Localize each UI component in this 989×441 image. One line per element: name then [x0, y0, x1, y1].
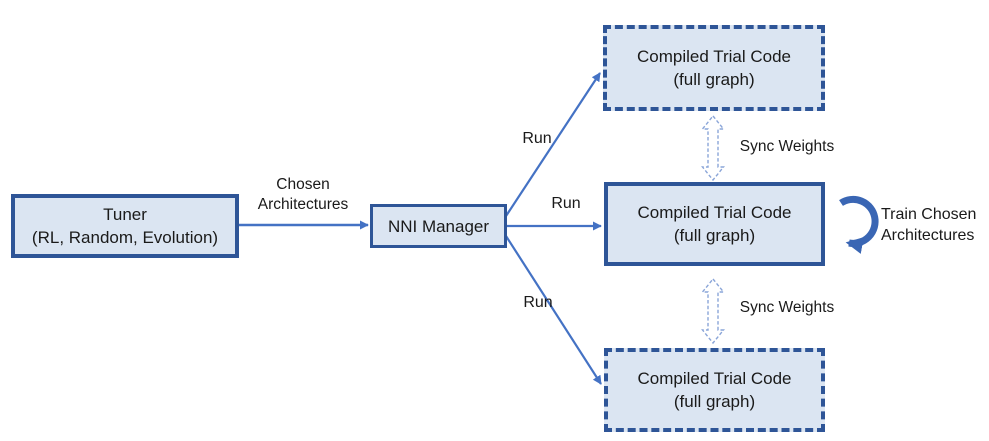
tuner-title: Tuner [103, 205, 147, 224]
nni-manager-node: NNI Manager [370, 204, 507, 248]
trial-top-title: Compiled Trial Code [636, 47, 791, 66]
arrow-run-bottom [505, 235, 602, 385]
trial-bottom-subtitle: (full graph) [673, 392, 756, 411]
trial-bottom-title: Compiled Trial Code [637, 369, 792, 388]
train-loop-arrow [839, 195, 879, 254]
arrow-run-top [505, 72, 601, 217]
chosen-architectures-label: Chosen Architectures [258, 175, 348, 215]
chosen-architectures-line1: Chosen [276, 176, 330, 193]
trial-middle-title: Compiled Trial Code [637, 203, 792, 222]
sync-weights-arrow-bottom [701, 277, 725, 345]
tuner-node: Tuner (RL, Random, Evolution) [11, 194, 239, 258]
nni-manager-label: NNI Manager [387, 216, 490, 236]
trial-node-bottom: Compiled Trial Code (full graph) [604, 348, 825, 432]
trial-node-top: Compiled Trial Code (full graph) [603, 25, 825, 111]
chosen-architectures-line2: Architectures [257, 196, 349, 213]
sync-weights-arrow-top [701, 114, 725, 182]
sync-weights-label-top: Sync Weights [739, 138, 835, 155]
train-chosen-line2: Architectures [881, 227, 975, 244]
train-chosen-line1: Train Chosen [881, 206, 977, 223]
run-label-bottom: Run [523, 294, 553, 311]
run-label-top: Run [522, 130, 552, 147]
trial-middle-subtitle: (full graph) [673, 226, 756, 245]
train-chosen-label: Train Chosen Architectures [881, 204, 976, 246]
tuner-subtitle: (RL, Random, Evolution) [31, 228, 219, 247]
trial-node-middle: Compiled Trial Code (full graph) [604, 182, 825, 266]
run-label-middle: Run [551, 195, 581, 212]
sync-weights-label-bottom: Sync Weights [739, 299, 835, 316]
trial-top-subtitle: (full graph) [673, 70, 755, 89]
